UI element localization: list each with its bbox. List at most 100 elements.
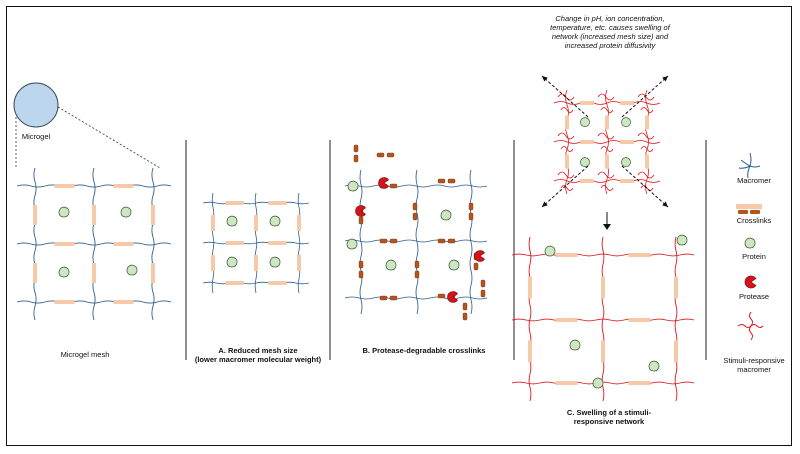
- crosslink-bar: [555, 253, 578, 257]
- cleaved-crosslink: [414, 270, 420, 279]
- cleaved-crosslink: [447, 238, 456, 244]
- arrowhead: [662, 201, 668, 207]
- protein-icon: [226, 256, 238, 268]
- stimuli-network-before: [553, 89, 661, 195]
- protein-icon: [744, 237, 756, 249]
- cleaved-crosslink: [353, 144, 359, 153]
- crosslink-bar: [601, 340, 605, 363]
- cleaved-crosslink: [358, 216, 364, 225]
- protein-icon: [385, 259, 397, 271]
- legend-stimuli-line1: Stimuli-responsive: [723, 356, 785, 365]
- dashed-arrow: [621, 165, 669, 208]
- cleaved-crosslink: [412, 212, 418, 221]
- stimuli-tangle: [597, 171, 615, 191]
- crosslink-bar: [645, 115, 649, 130]
- crosslink-bar: [268, 241, 287, 245]
- arrowhead: [542, 201, 548, 207]
- macromer-strand: [254, 192, 258, 294]
- stimuli-tangle: [597, 93, 615, 113]
- cleaved-crosslink: [462, 312, 468, 321]
- crosslink-bar: [113, 242, 134, 246]
- microgel-mesh-label: Microgel mesh: [60, 350, 110, 359]
- crosslink-bar: [54, 184, 75, 188]
- cleaved-crosslink: [376, 152, 385, 158]
- crosslink-bar: [92, 205, 96, 225]
- cleaved-crosslink: [447, 178, 456, 184]
- crosslink-bar: [605, 154, 609, 169]
- panel-c-note: Change in pH, ion concentration, tempera…: [520, 14, 700, 50]
- zoom-line-right: [57, 106, 161, 169]
- arrowhead: [603, 224, 611, 230]
- crosslink-bar: [580, 140, 594, 144]
- macromer-strand: [297, 192, 301, 294]
- stimuli-tangle: [637, 93, 655, 113]
- macromer-strand: [16, 184, 172, 188]
- crosslink-bar: [151, 263, 155, 283]
- macromer-strand: [605, 89, 609, 195]
- crosslink-bar: [33, 205, 37, 225]
- protease-icon: [474, 250, 485, 262]
- crosslink-bar: [225, 241, 244, 245]
- macromer-strand: [151, 167, 155, 321]
- cleaved-crosslink: [358, 260, 364, 269]
- crosslink-bar: [297, 215, 301, 231]
- macromer-strand: [469, 169, 473, 315]
- panel-c-title-line2: responsive network: [573, 417, 645, 426]
- crosslink-bar: [268, 201, 287, 205]
- cleaved-crosslink: [437, 178, 446, 184]
- cleaved-crosslink: [358, 270, 364, 279]
- macromer-strand: [553, 140, 661, 144]
- protein-icon: [580, 157, 590, 167]
- macromer-strand: [565, 89, 569, 195]
- crosslink-bar: [151, 205, 155, 225]
- macromer-strand: [674, 236, 678, 402]
- panel-a-title: A. Reduced mesh size (lower macromer mol…: [188, 346, 328, 364]
- macromer-strand: [344, 239, 488, 243]
- legend-protease-label: Protease: [738, 292, 770, 301]
- protein-icon: [580, 117, 590, 127]
- crosslink-bar: [528, 340, 532, 363]
- panel-c-note-line2: temperature, etc. causes swelling of: [550, 23, 670, 32]
- legend-stimuli-label: Stimuli-responsive macromer: [712, 356, 796, 374]
- crosslink-bar: [620, 179, 634, 183]
- stimuli-tangle: [637, 132, 655, 152]
- crosslink-bar: [33, 263, 37, 283]
- protein-icon: [347, 180, 359, 192]
- protease-degradable-network: [344, 144, 488, 321]
- arrowhead: [662, 76, 668, 82]
- protease-icon: [355, 205, 366, 217]
- protein-icon: [569, 339, 581, 351]
- crosslink-bar: [211, 255, 215, 271]
- protein-icon: [58, 206, 70, 218]
- arrowhead: [542, 76, 548, 82]
- stimuli-tangle: [597, 132, 615, 152]
- macromer-strand: [202, 201, 310, 205]
- panel-c-note-line1: Change in pH, ion concentration,: [555, 14, 665, 23]
- legend-icons: [736, 152, 764, 341]
- crosslink-bar: [254, 255, 258, 271]
- crosslink-bar: [565, 115, 569, 130]
- macromer-strand: [645, 89, 649, 195]
- protease-icon: [447, 291, 458, 303]
- cleaved-crosslink: [389, 238, 398, 244]
- cleaved-crosslink: [468, 212, 474, 221]
- cleaved-crosslink-icon: [738, 210, 748, 214]
- cleaved-crosslink: [412, 202, 418, 211]
- protein-icon: [621, 157, 631, 167]
- cleaved-crosslink: [379, 295, 388, 301]
- macromer-strand: [359, 169, 363, 315]
- stimuli-tangle: [557, 171, 575, 191]
- crosslink-bar: [297, 255, 301, 271]
- macromer-icon: [738, 152, 752, 179]
- cleaved-crosslink: [389, 295, 398, 301]
- macromer-strand: [553, 179, 661, 183]
- cleaved-crosslink: [353, 154, 359, 163]
- reduced-mesh-network: [202, 192, 310, 294]
- crosslink-bar: [580, 179, 594, 183]
- cleaved-crosslink: [437, 293, 446, 299]
- crosslink-bar: [628, 381, 651, 385]
- crosslink-bar: [113, 184, 134, 188]
- cleaved-crosslink: [480, 279, 486, 288]
- crosslink-bar: [555, 318, 578, 322]
- macromer-strand: [553, 101, 661, 105]
